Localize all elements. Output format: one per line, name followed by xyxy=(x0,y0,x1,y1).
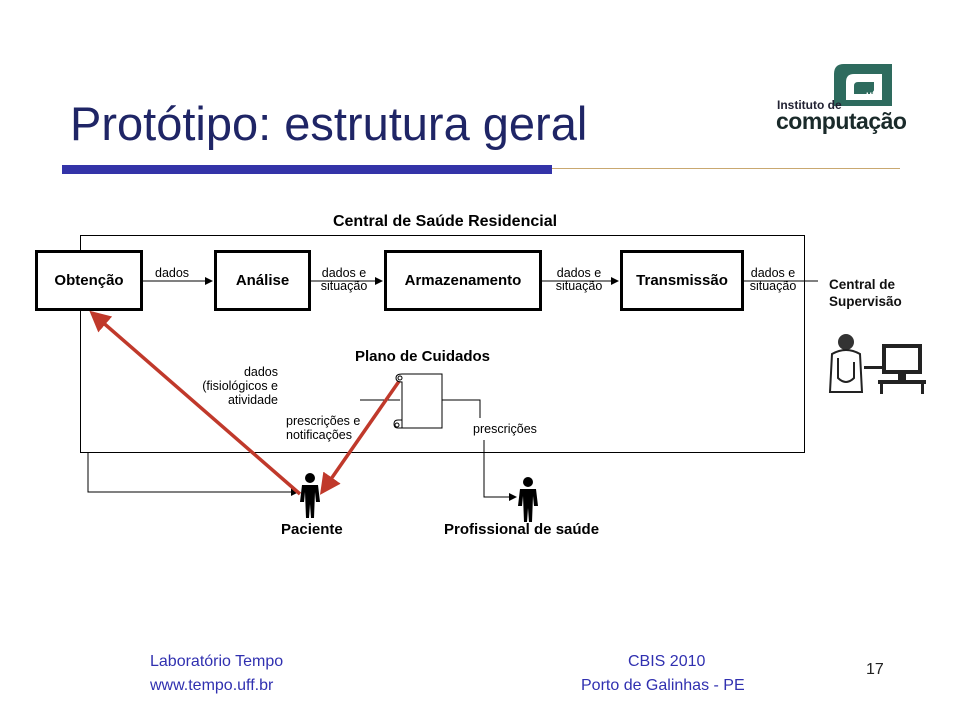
data-note-line1: dados xyxy=(243,365,278,379)
scroll-document-icon xyxy=(393,373,443,429)
flow-label-3-line2: situação xyxy=(749,279,797,293)
flow-label-2-line2: situação xyxy=(555,279,603,293)
prescriptions-notifications-label: prescrições e notificações xyxy=(286,414,360,442)
flow-label-1-line1: dados e xyxy=(321,266,367,280)
process-obtencao: Obtenção xyxy=(35,250,143,311)
flow-label-1: dados e situação xyxy=(318,267,370,293)
process-armazenamento: Armazenamento xyxy=(384,250,542,311)
process-armazenamento-label: Armazenamento xyxy=(404,272,522,289)
flow-label-3: dados e situação xyxy=(747,267,799,293)
slide-title: Protótipo: estrutura geral xyxy=(70,97,588,150)
page-number: 17 xyxy=(866,661,884,678)
diagram-title: Central de Saúde Residencial xyxy=(332,213,558,230)
prescriptions-notifications-line2: notificações xyxy=(286,428,353,442)
title-underline-bar xyxy=(62,165,552,174)
logo-institute-text: Instituto de xyxy=(777,98,842,112)
uff-logo-icon xyxy=(834,64,892,106)
health-center-frame xyxy=(80,235,805,453)
process-analise-label: Análise xyxy=(235,272,290,289)
flow-label-2-line1: dados e xyxy=(556,266,602,280)
logo-computacao-text: computação xyxy=(776,108,907,134)
supervision-label-line1: Central de xyxy=(829,277,896,292)
process-analise: Análise xyxy=(214,250,311,311)
plan-link-right xyxy=(440,399,481,418)
flow-label-3-line1: dados e xyxy=(750,266,796,280)
professional-label: Profissional de saúde xyxy=(444,521,600,538)
footer-location: Porto de Galinhas - PE xyxy=(581,677,745,694)
footer-event: CBIS 2010 xyxy=(628,653,706,670)
patient-label: Paciente xyxy=(281,521,343,538)
supervision-label: Central de Supervisão xyxy=(829,276,902,310)
patient-figure-icon xyxy=(300,473,320,518)
footer-url: www.tempo.uff.br xyxy=(150,677,274,694)
red-arrow-patient-obtencao xyxy=(89,310,302,496)
prescriptions-notifications-line1: prescrições e xyxy=(286,414,361,428)
professional-figure-icon xyxy=(518,477,538,522)
flow-label-2: dados e situação xyxy=(553,267,605,293)
logo-uff-text: uff xyxy=(866,90,879,101)
process-transmissao-label: Transmissão xyxy=(636,272,728,289)
supervision-label-line2: Supervisão xyxy=(829,294,902,309)
process-obtencao-label: Obtenção xyxy=(54,272,124,289)
title-underline-rule xyxy=(552,168,900,169)
prescriptions-label: prescrições xyxy=(473,422,537,436)
care-plan-label: Plano de Cuidados xyxy=(355,348,491,365)
professional-link xyxy=(483,440,517,501)
red-arrow-plan-patient xyxy=(320,376,404,495)
data-note: dados (fisiológicos e atividade xyxy=(192,365,278,407)
data-note-line3: atividade xyxy=(227,393,278,407)
process-transmissao: Transmissão xyxy=(620,250,744,311)
patient-link xyxy=(87,453,299,496)
data-note-line2: (fisiológicos e xyxy=(202,379,278,393)
doctor-computer-icon xyxy=(828,334,926,394)
footer-lab: Laboratório Tempo xyxy=(150,653,284,670)
flow-label-1-line2: situação xyxy=(320,279,368,293)
flow-label-dados: dados xyxy=(155,266,190,280)
